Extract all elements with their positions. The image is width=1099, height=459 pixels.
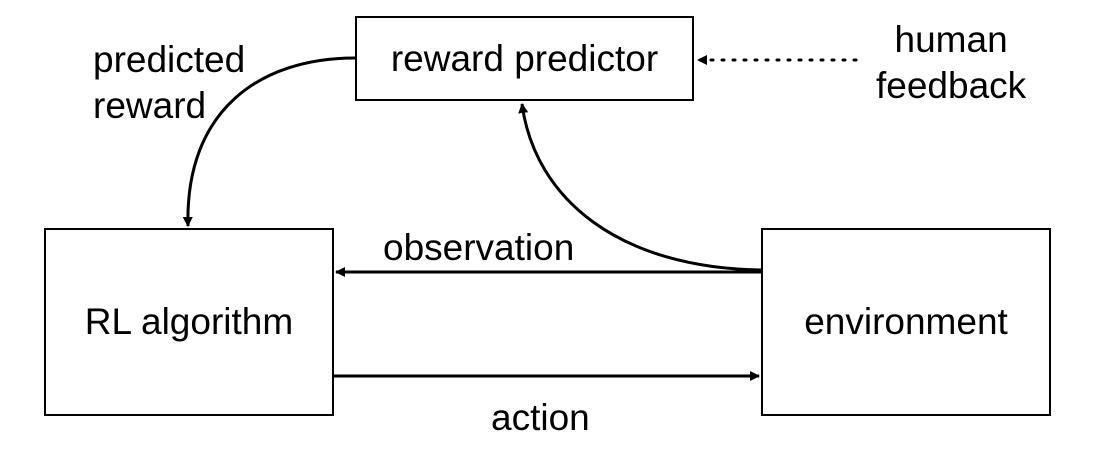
environment-label: environment xyxy=(804,301,1008,342)
rl-algorithm-node: RL algorithm xyxy=(44,228,334,416)
human-feedback-label: human feedback xyxy=(876,17,1026,109)
action-label: action xyxy=(491,397,590,438)
observation-label: observation xyxy=(383,227,575,268)
human-feedback-line-1: human xyxy=(894,19,1008,60)
rl-algorithm-label: RL algorithm xyxy=(84,301,294,342)
predicted-reward-line-1: predicted xyxy=(93,39,246,80)
reward-predictor-label: reward predictor xyxy=(390,37,659,79)
predicted-reward-arrow xyxy=(182,56,356,227)
env-to-reward-arrow xyxy=(518,103,762,272)
predicted-reward-label: predicted reward xyxy=(93,37,245,129)
reward-predictor-node: reward predictor xyxy=(355,16,694,101)
human-feedback-line-2: feedback xyxy=(876,65,1027,106)
environment-node: environment xyxy=(761,228,1051,416)
predicted-reward-line-2: reward xyxy=(93,85,207,126)
